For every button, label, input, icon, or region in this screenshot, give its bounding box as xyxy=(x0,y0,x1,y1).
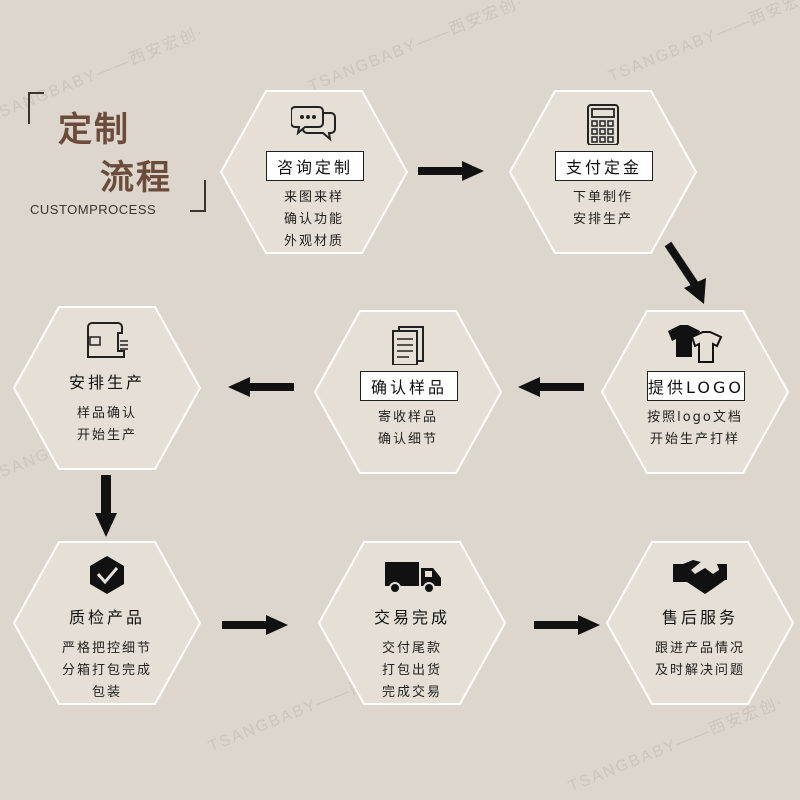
handshake-icon xyxy=(673,560,727,594)
arrow-down xyxy=(95,475,117,537)
step-description: 下单制作 安排生产 xyxy=(528,187,678,231)
step-deposit: 支付定金 下单制作 安排生产 xyxy=(508,89,698,255)
desc-line: 外观材质 xyxy=(283,234,344,249)
step-provide-logo: 提供LOGO 按照logo文档 开始生产打样 xyxy=(600,309,790,475)
desc-line: 跟进产品情况 xyxy=(654,641,745,656)
hexagon-frame xyxy=(317,541,507,705)
arrow-down-right xyxy=(664,241,706,304)
desc-line: 完成交易 xyxy=(381,685,442,700)
hexagon-frame xyxy=(605,541,795,705)
step-description: 样品确认 开始生产 xyxy=(32,403,182,447)
step-after-sales: 售后服务 跟进产品情况 及时解决问题 xyxy=(605,540,795,706)
step-label: 提供LOGO xyxy=(647,371,745,401)
title-block: 定制 流程 CUSTOMPROCESS xyxy=(28,92,208,222)
step-description: 严格把控细节 分箱打包完成 包装 xyxy=(32,638,182,704)
tshirt-icon xyxy=(668,325,723,363)
title-subtitle: CUSTOMPROCESS xyxy=(30,202,157,217)
step-consult: 咨询定制 来图来样 确认功能 外观材质 xyxy=(219,89,409,255)
desc-line: 分箱打包完成 xyxy=(61,663,152,678)
desc-line: 开始生产 xyxy=(76,428,137,443)
step-label: 安排生产 xyxy=(68,373,145,392)
watermark: TSANGBABY——西安宏创· xyxy=(606,0,800,86)
desc-line: 安排生产 xyxy=(572,212,633,227)
desc-line: 严格把控细节 xyxy=(61,641,152,656)
title-line-2: 流程 xyxy=(100,158,172,198)
step-label: 售后服务 xyxy=(661,608,738,627)
arrow-left xyxy=(228,377,294,397)
step-confirm-sample: 确认样品 寄收样品 确认细节 xyxy=(313,309,503,475)
desc-line: 打包出货 xyxy=(381,663,442,678)
document-icon xyxy=(392,326,424,365)
step-description: 来图来样 确认功能 外观材质 xyxy=(239,187,389,253)
arrow-right xyxy=(418,161,484,181)
watermark: TSANGBABY——西安宏创· xyxy=(306,0,527,96)
desc-line: 下单制作 xyxy=(572,190,633,205)
hexagon-frame xyxy=(12,541,202,705)
arrow-right xyxy=(534,615,600,635)
desc-line: 按照logo文档 xyxy=(647,410,743,425)
step-description: 交付尾款 打包出货 完成交易 xyxy=(337,638,487,704)
desc-line: 确认功能 xyxy=(283,212,344,227)
sewing-machine-icon xyxy=(87,322,128,358)
desc-line: 交付尾款 xyxy=(381,641,442,656)
desc-line: 来图来样 xyxy=(283,190,344,205)
desc-line: 寄收样品 xyxy=(377,410,438,425)
calculator-icon xyxy=(587,104,619,145)
quality-badge-icon xyxy=(90,556,124,594)
truck-icon xyxy=(385,562,441,594)
step-quality-check: 质检产品 严格把控细节 分箱打包完成 包装 xyxy=(12,540,202,706)
step-description: 寄收样品 确认细节 xyxy=(333,407,483,451)
corner-bracket-bottom-right xyxy=(190,180,206,212)
step-label: 质检产品 xyxy=(68,608,145,627)
step-description: 跟进产品情况 及时解决问题 xyxy=(625,638,775,682)
desc-line: 确认细节 xyxy=(377,432,438,447)
arrow-right xyxy=(222,615,288,635)
title-line-1: 定制 xyxy=(58,110,130,150)
step-description: 按照logo文档 开始生产打样 xyxy=(620,407,770,451)
step-label: 咨询定制 xyxy=(266,151,364,181)
hexagon-frame xyxy=(12,306,202,470)
chat-icon xyxy=(291,106,336,142)
corner-bracket-top-left xyxy=(28,92,44,124)
step-label: 确认样品 xyxy=(360,371,458,401)
step-label: 支付定金 xyxy=(555,151,653,181)
desc-line: 及时解决问题 xyxy=(654,663,745,678)
desc-line: 包装 xyxy=(91,685,122,700)
step-arrange-production: 安排生产 样品确认 开始生产 xyxy=(12,305,202,471)
desc-line: 样品确认 xyxy=(76,406,137,421)
arrow-left xyxy=(518,377,584,397)
step-label: 交易完成 xyxy=(373,608,450,627)
desc-line: 开始生产打样 xyxy=(649,432,740,447)
step-deal-complete: 交易完成 交付尾款 打包出货 完成交易 xyxy=(317,540,507,706)
